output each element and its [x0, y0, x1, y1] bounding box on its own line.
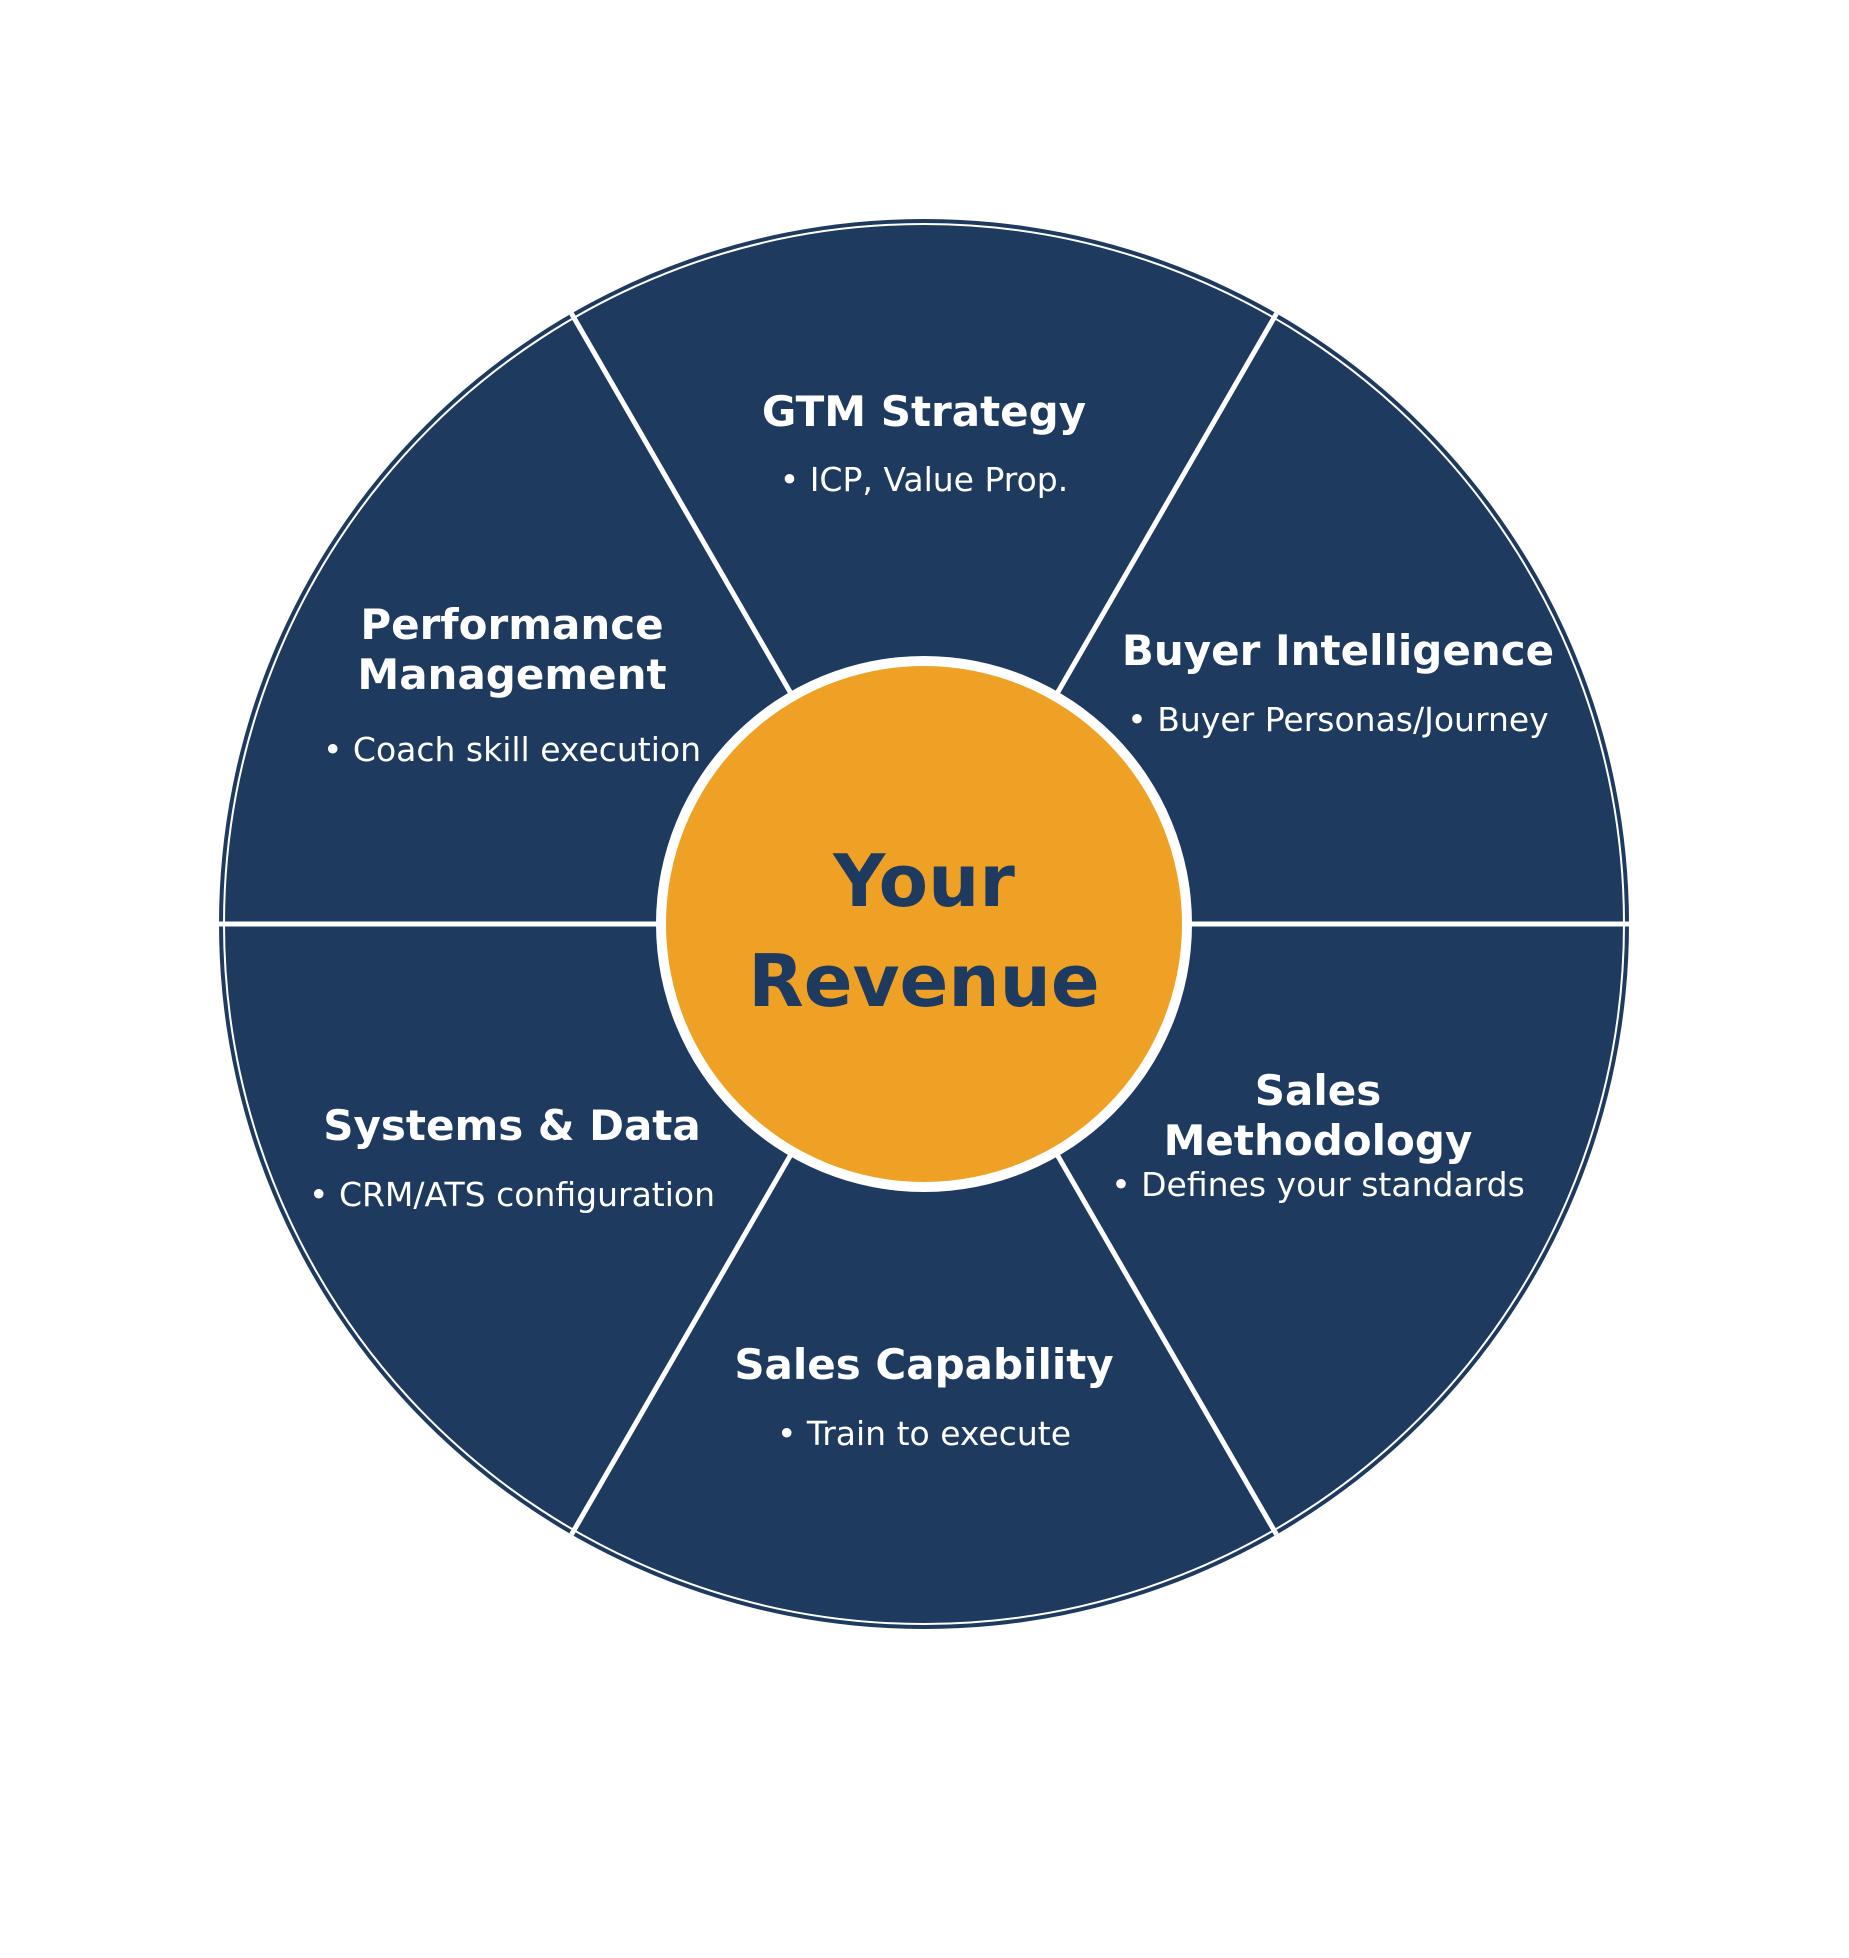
- segment-title: Systems & Data: [323, 1101, 700, 1150]
- segment-bullet: • Train to execute: [777, 1414, 1071, 1453]
- center-label-line2: Revenue: [748, 939, 1099, 1023]
- segment-sales-capability[interactable]: Sales Capability • Train to execute: [734, 1340, 1113, 1453]
- center-label-line1: Your: [832, 839, 1015, 923]
- segment-title: Buyer Intelligence: [1122, 626, 1554, 675]
- segment-buyer-intelligence[interactable]: Buyer Intelligence • Buyer Personas/Jour…: [1122, 626, 1554, 739]
- segment-title-line2: Management: [357, 650, 666, 699]
- segment-bullet: • Coach skill execution: [323, 730, 701, 769]
- center-hub: [666, 666, 1182, 1182]
- segment-performance-management[interactable]: Performance Management • Coach skill exe…: [323, 600, 701, 769]
- segment-bullet: • CRM/ATS configuration: [309, 1175, 715, 1214]
- segment-title-line1: Sales: [1255, 1066, 1381, 1115]
- segment-title: GTM Strategy: [762, 387, 1086, 436]
- segment-sales-methodology[interactable]: Sales Methodology • Defines your standar…: [1111, 1066, 1525, 1204]
- segment-bullet: • ICP, Value Prop.: [780, 460, 1069, 499]
- segment-title-line2: Methodology: [1164, 1116, 1473, 1165]
- segment-title: Sales Capability: [734, 1340, 1113, 1389]
- segment-bullet: • Buyer Personas/Journey: [1127, 700, 1548, 739]
- segment-systems-data[interactable]: Systems & Data • CRM/ATS configuration: [309, 1101, 715, 1214]
- segment-bullet: • Defines your standards: [1111, 1165, 1525, 1204]
- segment-title-line1: Performance: [360, 600, 663, 649]
- segment-gtm-strategy[interactable]: GTM Strategy • ICP, Value Prop.: [762, 387, 1086, 499]
